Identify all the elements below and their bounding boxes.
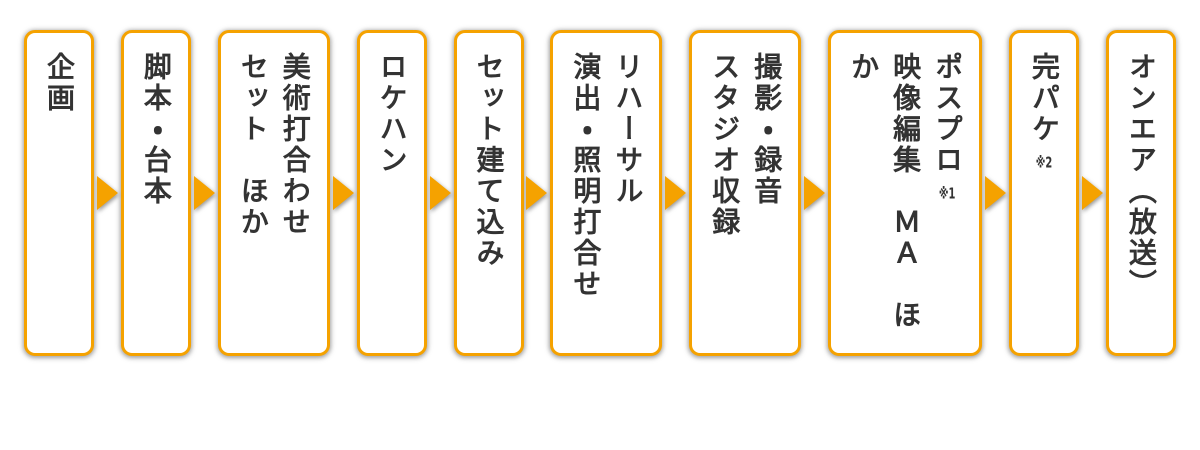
flow-step-box-6: リハーサル演出・照明打合せ bbox=[550, 30, 663, 356]
footnote-marker: ※2 bbox=[1035, 155, 1053, 170]
flow-step-box-1: 企画 bbox=[24, 30, 94, 356]
flow-step-box-3: 美術打合わせセット ほか bbox=[217, 30, 330, 356]
flow-step-box-7: 撮影・録音スタジオ収録 bbox=[689, 30, 802, 356]
flow-step-box-4: ロケハン bbox=[356, 30, 427, 356]
flow-row: 企画 脚本・台本 美術打合わせセット ほか ロケハン セット建て込み リハーサル… bbox=[24, 30, 1176, 356]
step-2-line-1: 脚本・台本 bbox=[139, 52, 173, 207]
step-10-line-1: オンエア（放送） bbox=[1124, 52, 1158, 300]
flow-step-box-2: 脚本・台本 bbox=[120, 30, 191, 356]
step-8-line-1: ポスプロ※1 bbox=[931, 52, 965, 201]
footnote-marker: ※1 bbox=[938, 186, 956, 201]
flow-step-box-5: セット建て込み bbox=[453, 30, 524, 356]
step-7-line-1: 撮影・録音 bbox=[750, 52, 784, 207]
step-6-line-1: リハーサル bbox=[611, 52, 645, 207]
arrow-right-icon bbox=[429, 176, 451, 210]
arrow-right-icon bbox=[985, 176, 1007, 210]
step-8-line-2: 映像編集 ＭＡ ほか bbox=[847, 52, 923, 331]
arrow-right-icon bbox=[96, 176, 118, 210]
flow-step-box-10: オンエア（放送） bbox=[1105, 30, 1176, 356]
step-1-line-1: 企画 bbox=[43, 52, 76, 114]
arrow-right-icon bbox=[1081, 176, 1103, 210]
step-3-line-1: 美術打合わせ bbox=[278, 52, 312, 238]
step-7-line-2: スタジオ収録 bbox=[708, 52, 742, 238]
flow-step-box-9: 完パケ※2 bbox=[1009, 30, 1079, 356]
arrow-right-icon bbox=[332, 176, 354, 210]
arrow-right-icon bbox=[193, 176, 215, 210]
arrow-right-icon bbox=[665, 176, 687, 210]
step-9-line-1: 完パケ※2 bbox=[1028, 52, 1061, 170]
step-5-line-1: セット建て込み bbox=[472, 52, 506, 269]
arrow-right-icon bbox=[804, 176, 826, 210]
arrow-right-icon bbox=[526, 176, 548, 210]
step-3-line-2: セット ほか bbox=[236, 52, 270, 238]
step-6-line-2: 演出・照明打合せ bbox=[569, 52, 603, 300]
step-4-line-1: ロケハン bbox=[375, 52, 409, 176]
